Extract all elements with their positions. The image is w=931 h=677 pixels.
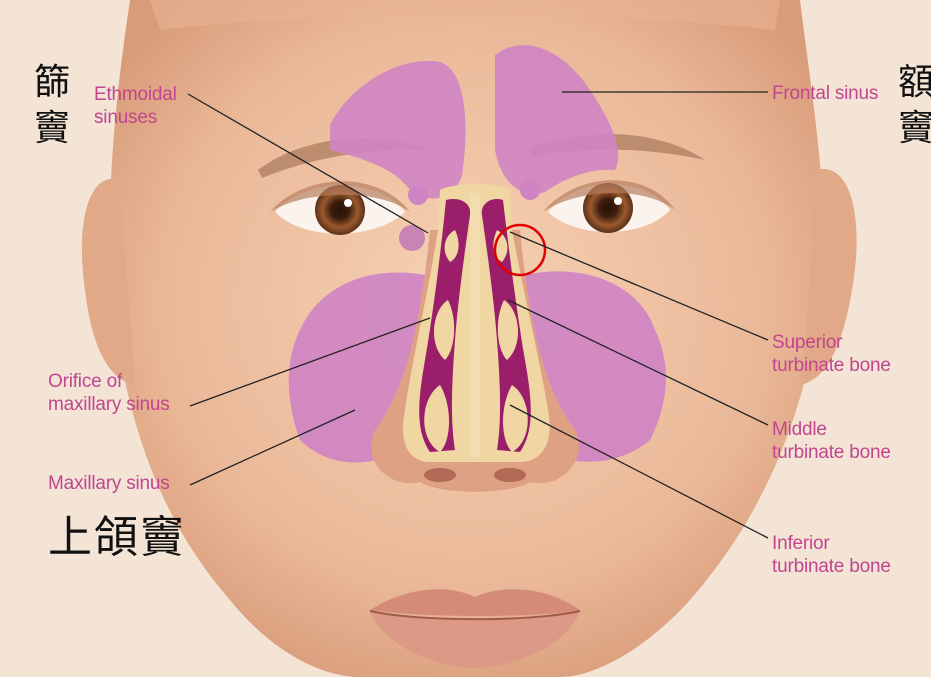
label-orifice-maxillary: Orifice of maxillary sinus [48,370,170,416]
ethmoid-cell-left [408,185,428,205]
left-eye-glint [344,199,352,207]
right-nostril [494,468,526,482]
label-ethmoidal-sinuses: Ethmoidal sinuses [94,83,177,129]
label-maxillary-sinus: Maxillary sinus [48,472,170,495]
ethmoid-cell-right [520,180,540,200]
nasal-septum [470,195,480,457]
annotation-frontal-cn: 額 竇 [898,60,931,152]
annotation-ethmoid-cn: 篩 竇 [34,60,70,152]
label-superior-turbinate: Superior turbinate bone [772,331,891,377]
label-middle-turbinate: Middle turbinate bone [772,418,891,464]
left-nostril [424,468,456,482]
right-eye-glint [614,197,622,205]
annotation-maxillary-cn: 上頜竇 [48,512,186,564]
label-frontal-sinus: Frontal sinus [772,82,878,105]
label-inferior-turbinate: Inferior turbinate bone [772,532,891,578]
